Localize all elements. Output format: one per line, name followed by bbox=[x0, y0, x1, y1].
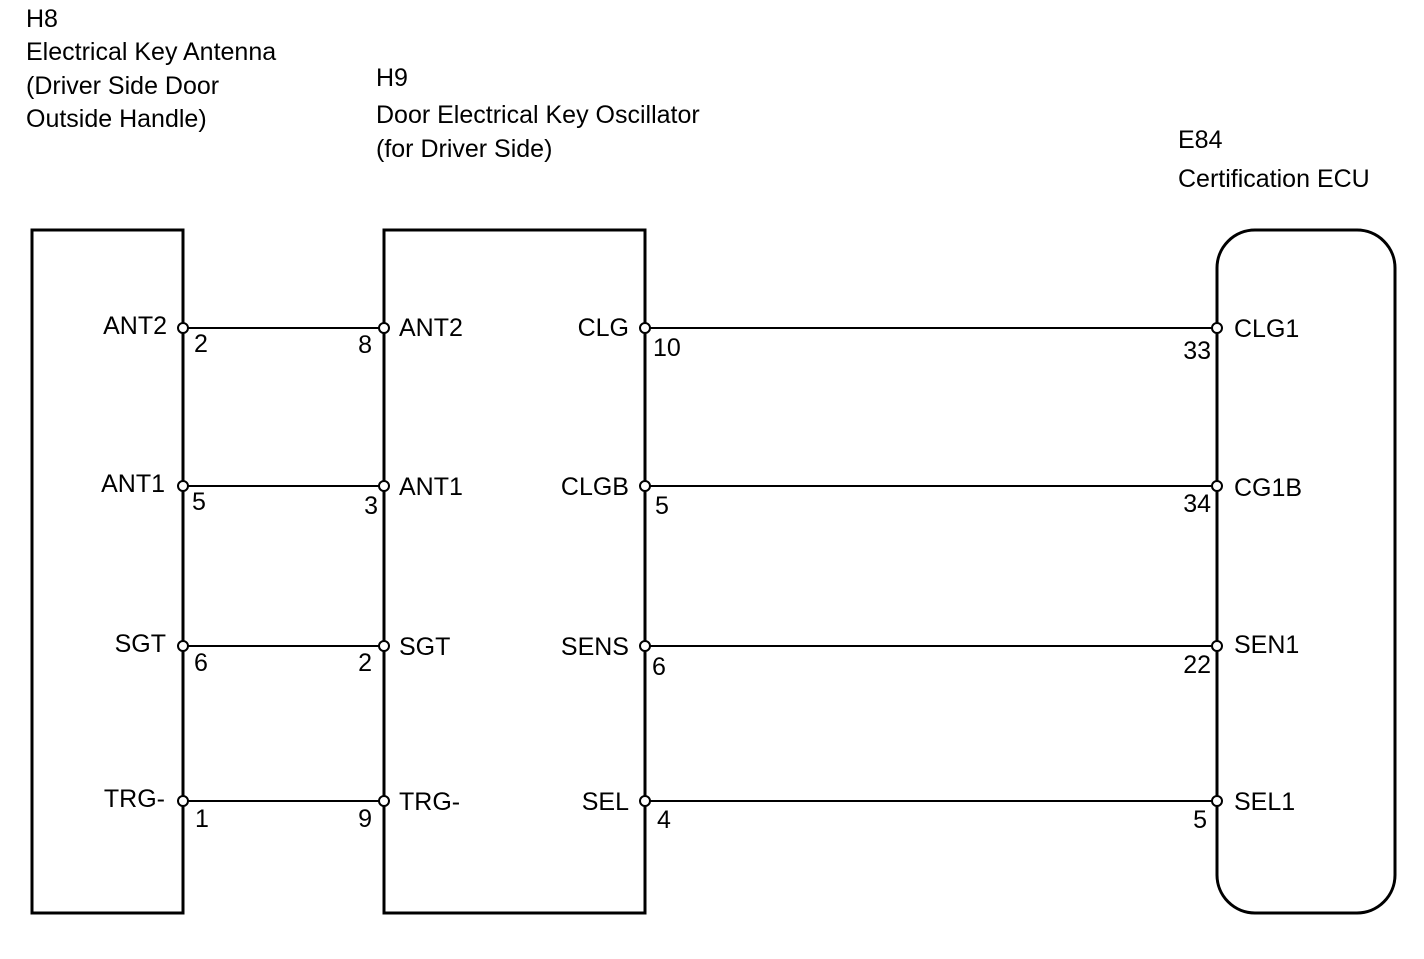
h8-connector-box bbox=[30, 228, 185, 915]
h9-right-pin-labels: CLG CLGB SENS SEL 10 5 6 4 bbox=[561, 314, 681, 834]
h9-header: H9 Door Electrical Key Oscillator (for D… bbox=[376, 64, 700, 163]
h8-pin-labels: ANT2 ANT1 SGT TRG- 2 5 6 1 bbox=[101, 312, 209, 833]
h9-name-line-2: (for Driver Side) bbox=[376, 135, 552, 163]
terminal-h9-ant1 bbox=[378, 480, 390, 492]
h8-name-line-1: Electrical Key Antenna bbox=[26, 38, 276, 66]
e84-pin-name: CG1B bbox=[1234, 474, 1302, 502]
h8-pin-number: 2 bbox=[194, 330, 208, 358]
e84-pin-labels: CLG1 CG1B SEN1 SEL1 33 34 22 5 bbox=[1183, 315, 1302, 834]
h9-e84-wires bbox=[645, 327, 1217, 802]
h9-left-pin-labels: ANT2 ANT1 SGT TRG- 8 3 2 9 bbox=[358, 314, 463, 833]
h8-pin-number: 1 bbox=[195, 805, 209, 833]
h9-pin-name: ANT1 bbox=[399, 473, 463, 501]
e84-code: E84 bbox=[1178, 126, 1223, 154]
terminal-e84-sel1 bbox=[1211, 795, 1223, 807]
h8-h9-wires bbox=[183, 327, 384, 802]
terminal-h8-trg bbox=[177, 795, 189, 807]
h8-name-line-3: Outside Handle) bbox=[26, 105, 207, 133]
h9-pin-name: ANT2 bbox=[399, 314, 463, 342]
h9-pin-number: 2 bbox=[358, 649, 372, 677]
terminal-e84-clg1 bbox=[1211, 322, 1223, 334]
h9-oscillator-box bbox=[382, 228, 647, 915]
h8-pin-number: 5 bbox=[192, 488, 206, 516]
h9-code: H9 bbox=[376, 64, 408, 92]
h9-pin-number: 6 bbox=[652, 653, 666, 681]
h9-pin-name: SEL bbox=[582, 788, 629, 816]
h8-pin-name: ANT1 bbox=[101, 470, 165, 498]
e84-pin-name: CLG1 bbox=[1234, 315, 1299, 343]
h8-pin-name: ANT2 bbox=[103, 312, 167, 340]
terminal-h9-sens bbox=[639, 640, 651, 652]
e84-pin-number: 22 bbox=[1183, 651, 1211, 679]
terminal-e84-cg1b bbox=[1211, 480, 1223, 492]
e84-pin-name: SEN1 bbox=[1234, 631, 1299, 659]
terminal-h9-sel bbox=[639, 795, 651, 807]
e84-ecu-box bbox=[1215, 228, 1397, 915]
h9-pin-number: 5 bbox=[655, 492, 669, 520]
e84-header: E84 Certification ECU bbox=[1178, 126, 1370, 193]
h9-name-line-1: Door Electrical Key Oscillator bbox=[376, 101, 700, 129]
terminal-h9-trg bbox=[378, 795, 390, 807]
h9-pin-number: 3 bbox=[364, 492, 378, 520]
h8-pin-name: TRG- bbox=[104, 785, 165, 813]
terminal-h9-ant2 bbox=[378, 322, 390, 334]
h8-name-line-2: (Driver Side Door bbox=[26, 72, 219, 100]
h9-pin-number: 9 bbox=[358, 805, 372, 833]
terminals bbox=[177, 322, 1223, 807]
h9-pin-name: CLG bbox=[578, 314, 629, 342]
h9-pin-name: SGT bbox=[399, 633, 450, 661]
terminal-h8-ant1 bbox=[177, 480, 189, 492]
terminal-h8-sgt bbox=[177, 640, 189, 652]
e84-pin-number: 5 bbox=[1193, 806, 1207, 834]
terminal-h8-ant2 bbox=[177, 322, 189, 334]
terminal-h9-sgt bbox=[378, 640, 390, 652]
h9-pin-name: SENS bbox=[561, 633, 629, 661]
e84-pin-name: SEL1 bbox=[1234, 788, 1295, 816]
terminal-e84-sen1 bbox=[1211, 640, 1223, 652]
h8-code: H8 bbox=[26, 5, 58, 33]
h9-pin-number: 10 bbox=[653, 334, 681, 362]
h9-pin-number: 8 bbox=[358, 331, 372, 359]
e84-name-line-1: Certification ECU bbox=[1178, 165, 1370, 193]
e84-pin-number: 33 bbox=[1183, 337, 1211, 365]
terminal-h9-clg bbox=[639, 322, 651, 334]
h9-pin-name: TRG- bbox=[399, 788, 460, 816]
terminal-h9-clgb bbox=[639, 480, 651, 492]
h9-pin-name: CLGB bbox=[561, 473, 629, 501]
h8-pin-name: SGT bbox=[115, 630, 166, 658]
e84-pin-number: 34 bbox=[1183, 490, 1211, 518]
h8-pin-number: 6 bbox=[194, 649, 208, 677]
h8-header: H8 Electrical Key Antenna (Driver Side D… bbox=[26, 5, 276, 133]
h9-pin-number: 4 bbox=[657, 806, 671, 834]
